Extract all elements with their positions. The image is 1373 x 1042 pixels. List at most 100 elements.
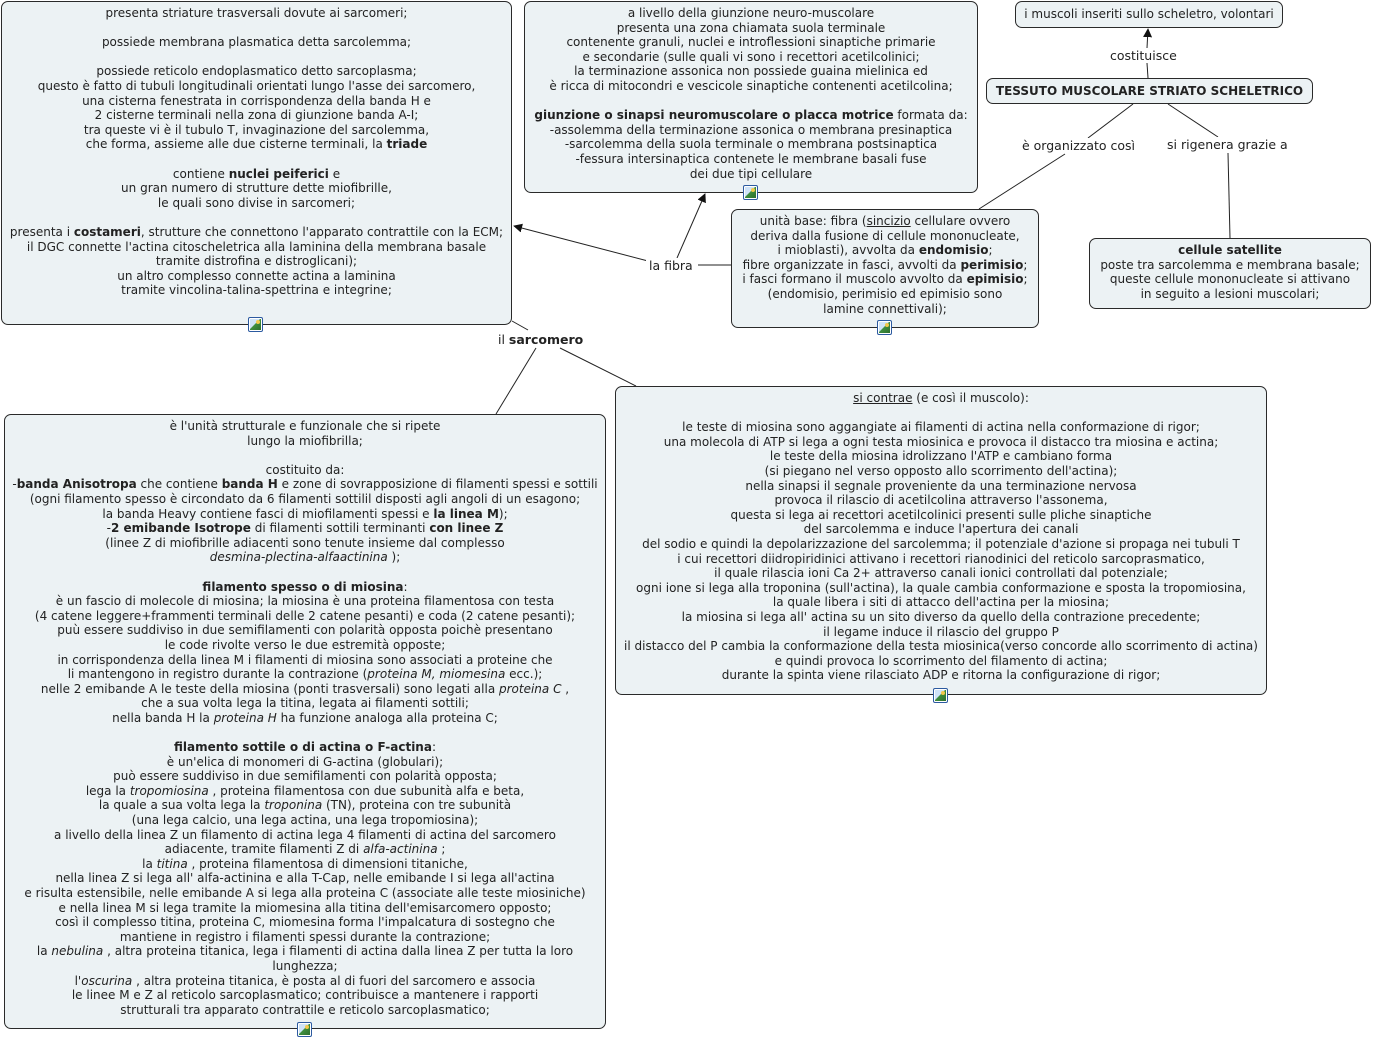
link-label-bold: sarcomero [508, 332, 584, 347]
t: (e così il muscolo): [912, 391, 1029, 405]
t: lungo la miofibrilla; [247, 433, 363, 448]
t: che forma, assieme alle due cisterne ter… [85, 137, 387, 152]
t: nella sinapsi il segnale proveniente da … [745, 478, 1137, 493]
image-attachment-icon[interactable] [297, 1022, 312, 1037]
t: il legame induce il rilascio del gruppo … [823, 624, 1059, 639]
link-label-prefix: il [498, 332, 509, 347]
t: lega la [85, 783, 130, 798]
t: (si piegano nel verso opposto allo scorr… [764, 463, 1118, 478]
t-italic: proteina H [213, 710, 277, 725]
t: il quale rilascia ioni Ca 2+ attraverso … [714, 566, 1168, 581]
t: ; [988, 243, 993, 258]
node-muscoli-volontari[interactable]: i muscoli inseriti sullo scheletro, volo… [1015, 1, 1283, 28]
t: -assolemma della terminazione assonica o… [549, 122, 953, 137]
node-si-contrae[interactable]: si contrae (e così il muscolo): le teste… [615, 386, 1267, 695]
node-fibra-descrizione[interactable]: presenta striature trasversali dovute ai… [1, 1, 512, 325]
t: lunghezza; [272, 958, 338, 973]
image-attachment-icon[interactable] [877, 320, 892, 335]
t: di filamenti sottili terminanti [250, 521, 430, 536]
t: ; [1023, 257, 1028, 272]
t: del sodio e quindi la depolarizzazione d… [642, 536, 1240, 551]
t: -sarcolemma della suola terminale o memb… [564, 137, 938, 152]
t: possiede membrana plasmatica detta sarco… [101, 35, 412, 50]
link-rigenera-satellite [1227, 152, 1231, 239]
t: la [142, 856, 157, 871]
t: che contiene [136, 477, 222, 492]
t: contiene [172, 166, 229, 181]
t: e quindi provoca lo scorrimento del fila… [774, 653, 1108, 668]
t: nella banda H la [112, 710, 214, 725]
t: mantiene in registro i filamenti spessi … [119, 929, 491, 944]
t: strutturali tra apparato contrattile e r… [120, 1002, 490, 1017]
node-cellule-satellite[interactable]: cellule satellite poste tra sarcolemma e… [1089, 238, 1371, 309]
link-tessuto-costituisce [1146, 62, 1149, 79]
t-underlined: si contrae [853, 391, 913, 405]
node-title: cellule satellite [1178, 243, 1282, 257]
t: (linee Z di miofibrille adiacenti sono t… [105, 535, 505, 550]
t: ); [387, 550, 401, 565]
t: provoca il rilascio di acetilcolina attr… [774, 493, 1108, 508]
t: è un fascio di molecole di miosina; la m… [55, 594, 555, 609]
t: un gran numero di strutture dette miofib… [121, 181, 392, 196]
image-attachment-icon[interactable] [248, 317, 263, 332]
t: nelle 2 emibande A le teste della miosin… [40, 681, 499, 696]
t-bold: costameri [73, 224, 141, 239]
node-sarcomero-descrizione[interactable]: è l'unità strutturale e funzionale che s… [4, 414, 606, 1029]
t: il distacco del P cambia la conformazion… [624, 639, 1258, 654]
t: tra queste vi è il tubulo T, invaginazio… [83, 122, 430, 137]
t: che a sua volta lega la titina, legata a… [141, 696, 469, 711]
link-lafibra-giunzione [676, 193, 706, 259]
node-giunzione-neuromuscolare[interactable]: a livello della giunzione neuro-muscolar… [524, 1, 978, 193]
t: le quali sono divise in sarcomeri; [157, 195, 356, 210]
t-italic: titina [156, 856, 188, 871]
t: ; [437, 842, 446, 857]
t-bold: nuclei peiferici [228, 166, 329, 181]
link-label-fibra: la fibra [646, 258, 696, 273]
t-bold: la linea M [433, 506, 499, 521]
t: deriva dalla fusione di cellule mononucl… [750, 228, 1020, 243]
node-text: queste cellule mononucleate si attivano [1109, 272, 1351, 287]
t: nella linea Z si lega all' alfa-actinina… [55, 871, 555, 886]
t: (ogni filamento spesso è circondato da 6… [29, 491, 581, 506]
t: in corrispondenza della linea M i filame… [57, 652, 553, 667]
t: così il complesso titina, proteina C, mi… [55, 915, 555, 930]
link-lafibra-desc [513, 223, 649, 262]
t: le code rivolte verso le due estremità o… [164, 637, 446, 652]
t-bold: filamento sottile o di actina o F-actina [173, 740, 432, 755]
node-text: i muscoli inseriti sullo scheletro, volo… [1024, 7, 1274, 21]
t: il DGC connette l'actina citoscheletrica… [26, 239, 487, 254]
node-unita-base-fibra[interactable]: unità base: fibra (sincizio cellulare ov… [731, 209, 1039, 328]
node-tessuto-muscolare[interactable]: TESSUTO MUSCOLARE STRIATO SCHELETRICO [986, 78, 1313, 104]
t: questo è fatto di tubuli longitudinali o… [37, 78, 476, 93]
link-tessuto-rigenera [1167, 103, 1219, 138]
t: , altra proteina titanica, è posta al di… [132, 973, 536, 988]
t: contenente granuli, nuclei e introflessi… [566, 35, 936, 50]
t: ha funzione analoga alla proteina C; [276, 710, 498, 725]
t-bold: banda H [221, 477, 278, 492]
t: può essere suddiviso in due semifilament… [113, 769, 497, 784]
image-attachment-icon[interactable] [743, 185, 758, 200]
link-costituisce-muscoli [1143, 28, 1153, 49]
t: fibre organizzate in fasci, avvolti da [742, 257, 961, 272]
t: ogni ione si lega alla troponina (sull'a… [636, 580, 1246, 595]
t: possiede reticolo endoplasmatico detto s… [96, 64, 417, 79]
t: ); [498, 506, 508, 521]
image-attachment-icon[interactable] [933, 688, 948, 703]
t: - [12, 477, 17, 492]
t: la miosina si lega all' actina su un sit… [681, 609, 1201, 624]
t: i fasci formano il muscolo avvolto da [742, 272, 967, 287]
t: e [328, 166, 341, 181]
t: la quale libera i siti di attacco dell'a… [772, 595, 1110, 610]
t-bold: con linee Z [429, 521, 504, 536]
t: li mantengono in registro durante la con… [67, 667, 368, 682]
t: l' [74, 973, 82, 988]
t: puù essere suddiviso in due semifilament… [57, 623, 553, 638]
t: costituito da: [265, 462, 345, 477]
t: la terminazione assonica non possiede gu… [574, 64, 928, 79]
t: a livello della giunzione neuro-muscolar… [627, 6, 875, 20]
t: (endomisio, perimisio ed epimisio sono [767, 286, 1003, 301]
link-sarcomero-contrae [559, 347, 637, 387]
t: le linee M e Z al reticolo sarcoplasmati… [71, 988, 539, 1003]
t-italic: troponina [264, 798, 323, 813]
t: e risulta estensibile, nelle emibande A … [24, 886, 586, 900]
